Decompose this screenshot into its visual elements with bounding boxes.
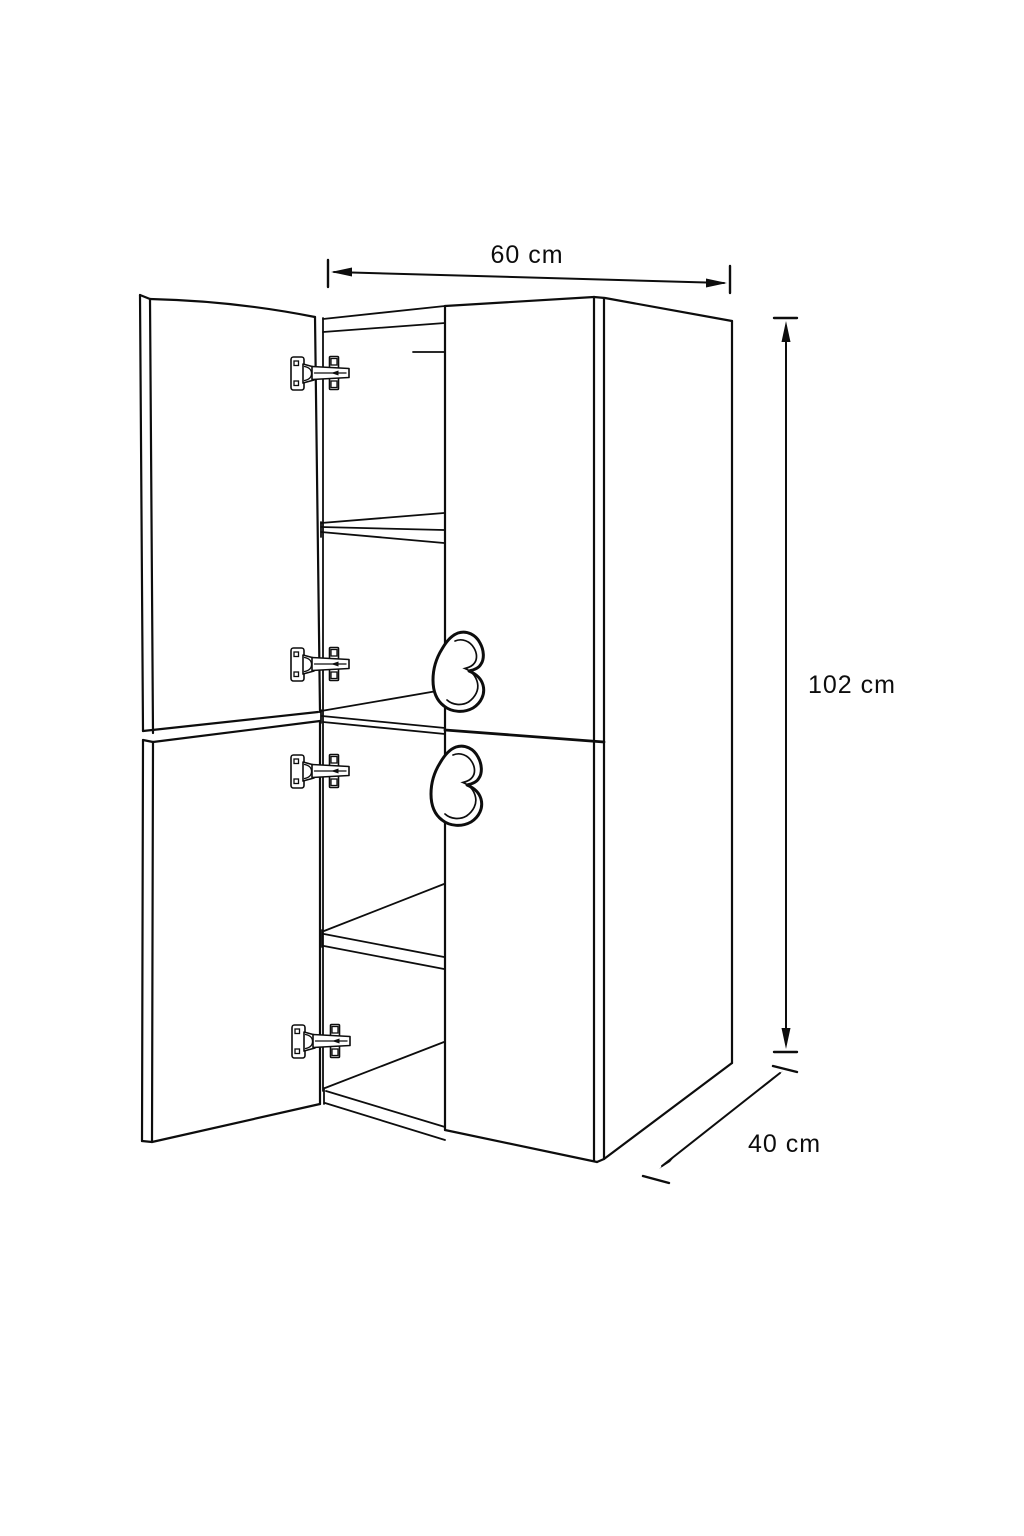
upper-door-front-edge [313,315,322,714]
lower-door-top-thickness [141,738,155,744]
cabinet-drawing [138,293,734,1164]
width-dimension-line [333,271,725,284]
height-dimension-label: 102 cm [808,671,896,699]
depth-tick-bottom [641,1174,671,1185]
depth-tick-top [771,1064,799,1074]
depth-dimension: 40 cm [641,1064,821,1185]
height-arrowhead-bottom [781,1028,791,1049]
height-arrowhead-top [781,321,791,342]
lower-door-bottom-edge [140,1102,322,1144]
bottom-panel [323,1041,446,1141]
upper-door-bottom-edge [141,710,320,733]
width-dimension: 60 cm [326,241,732,295]
lower-door-inner-edge [150,740,155,1144]
closed-door-top-edge [443,295,596,308]
depth-dimension-line [661,1072,781,1167]
height-dimension: 102 cm [772,316,896,1054]
carcass-right-side-panel [592,295,734,1164]
lower-shelf [321,883,445,970]
closed-door-bottom-edge [443,1128,599,1164]
door-gap-divider-line [443,728,606,744]
upper-door-top-edge [148,297,317,319]
lower-door-outer-edge [140,738,145,1143]
upper-door-outer-edge [138,293,145,733]
upper-door-top-thickness [138,293,152,301]
side-panel-bottom-edge [595,1061,734,1164]
width-dimension-label: 60 cm [490,241,563,269]
depth-dimension-label: 40 cm [748,1130,821,1158]
width-arrowhead-right [706,278,727,288]
upper-shelf [320,512,445,544]
depth-arrowhead-bottom [659,1155,676,1169]
lower-door-top-edge [151,719,322,744]
cabinet-top-panel-edges [322,305,446,353]
upper-door-inner-edge [148,297,155,735]
closed-right-doors [443,295,606,1164]
open-door-upper [138,293,322,735]
width-arrowhead-left [331,267,352,277]
